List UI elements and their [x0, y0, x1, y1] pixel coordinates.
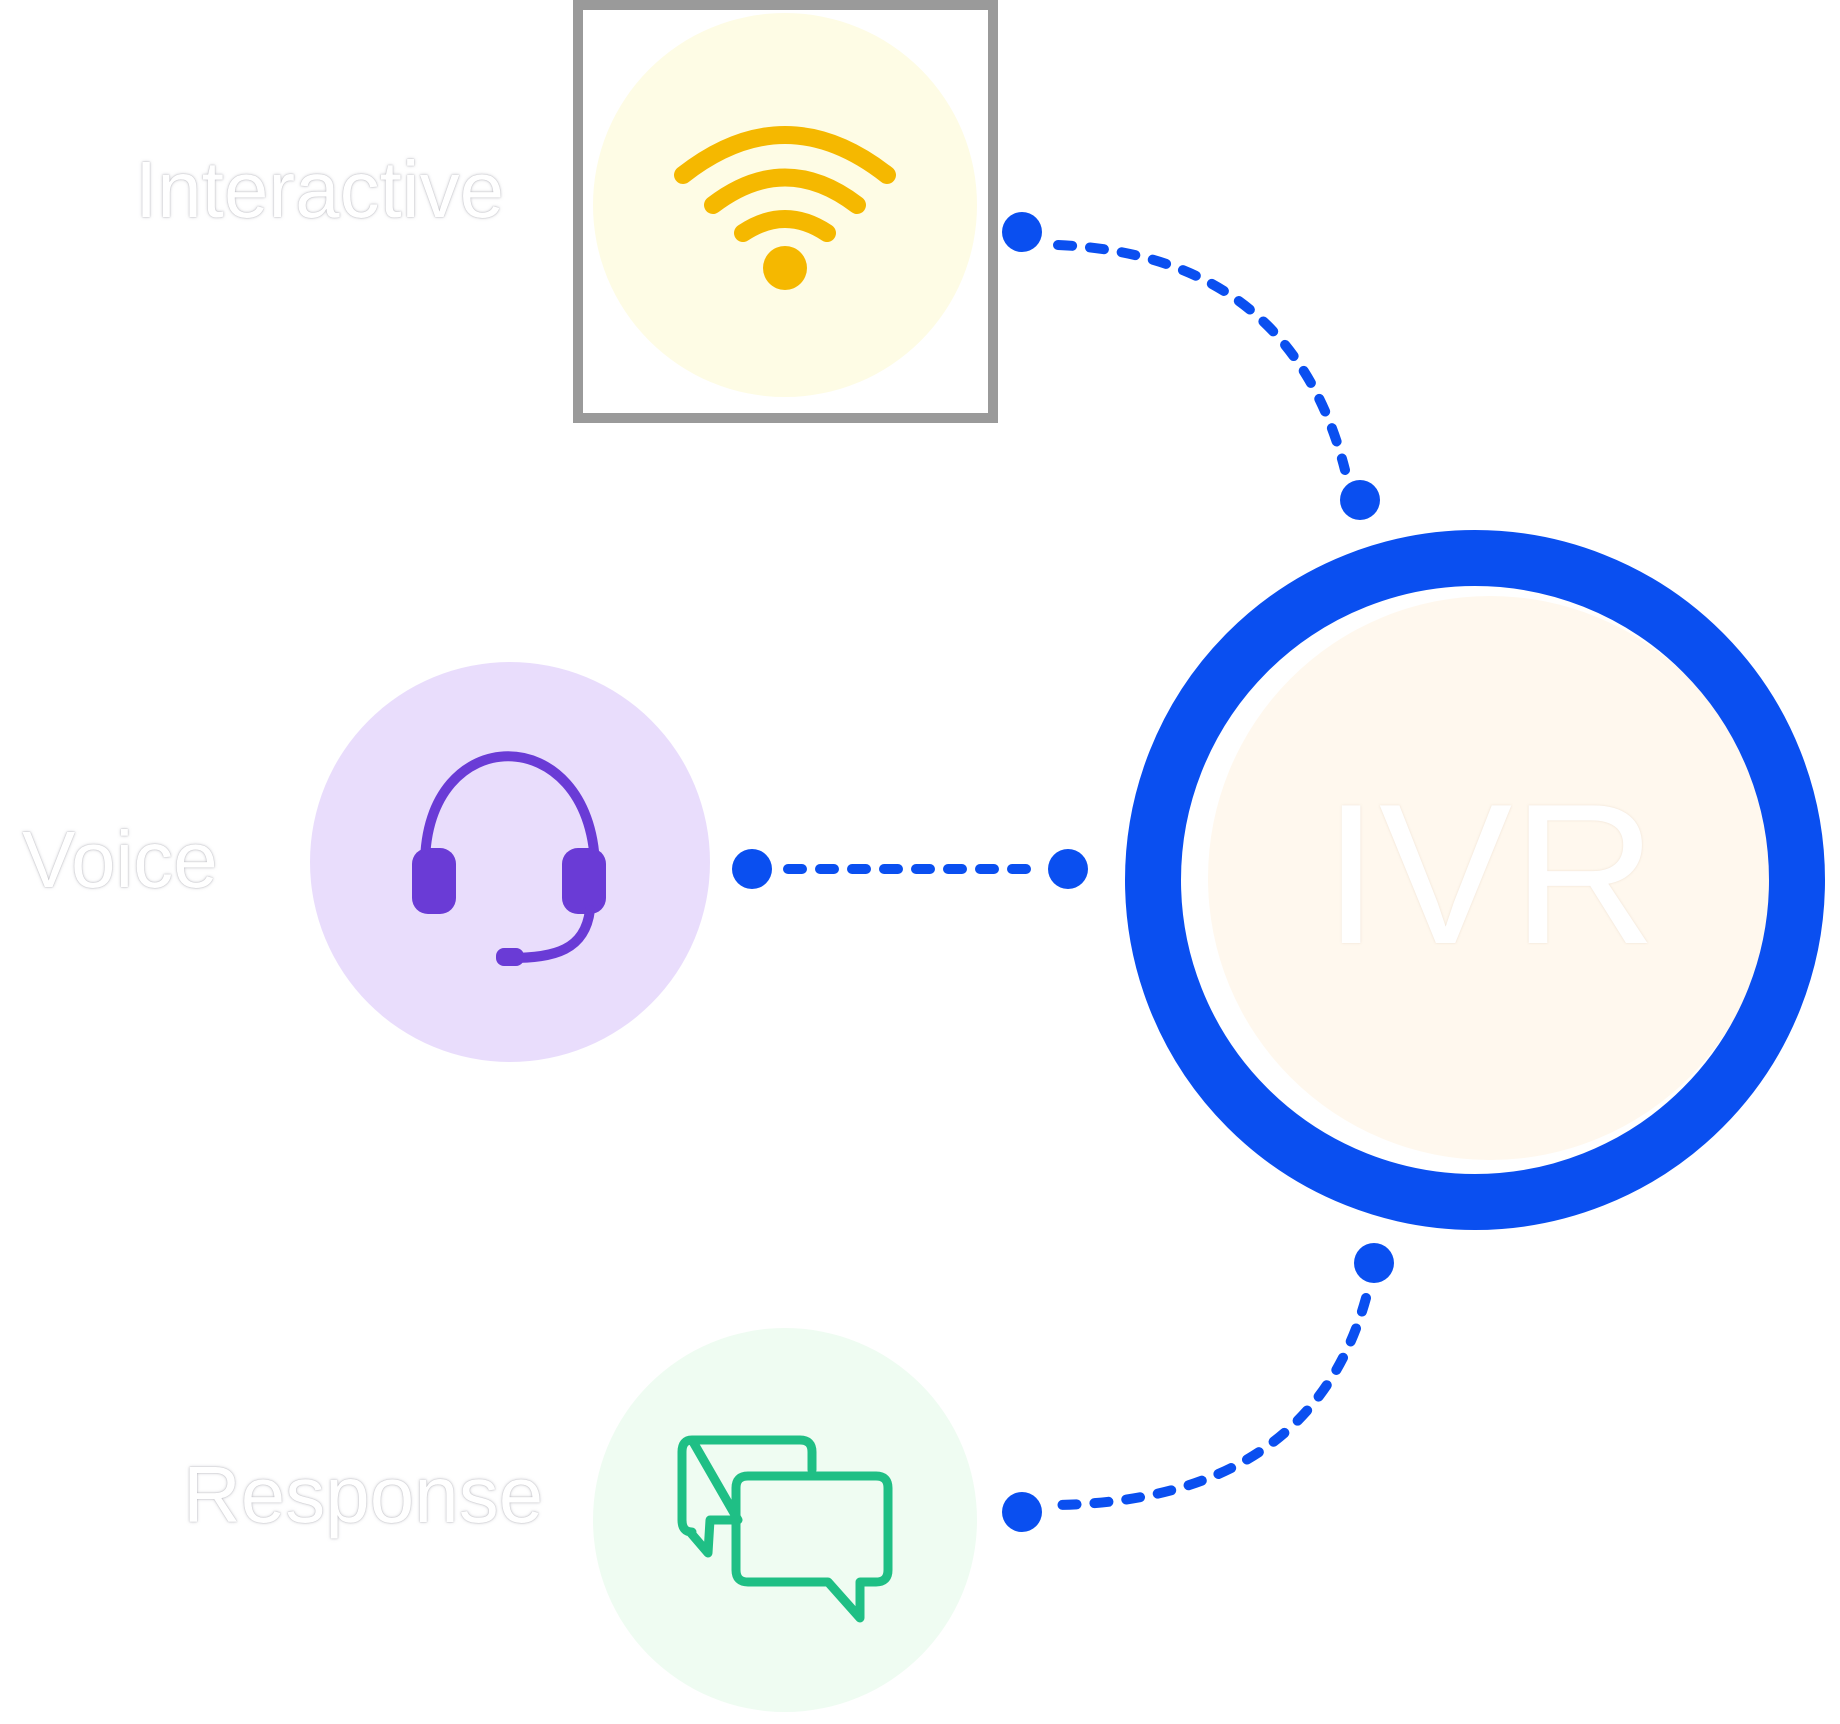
headset-icon [412, 751, 606, 966]
connector-dot [1048, 849, 1088, 889]
selection-frame [573, 0, 998, 423]
connector-dot [1002, 212, 1042, 252]
connector-interactive [1053, 240, 1350, 475]
ivr-hub-label: IVR [1323, 763, 1657, 986]
voice-node-circle[interactable] [310, 662, 710, 1062]
chat-bubbles-icon [677, 1435, 893, 1623]
ivr-hub-ring[interactable] [1125, 530, 1825, 1230]
connector-dot [1002, 1492, 1042, 1532]
connectors [732, 212, 1394, 1532]
response-node-circle[interactable] [593, 1328, 977, 1712]
connector-response [1053, 1293, 1371, 1510]
label-voice: Voice [22, 815, 218, 904]
connector-dot [1340, 480, 1380, 520]
label-interactive: Interactive [135, 145, 505, 234]
wifi-icon [674, 126, 896, 290]
connector-dot [732, 849, 772, 889]
interactive-node-circle[interactable] [593, 13, 977, 397]
ivr-hub-fill [1208, 596, 1772, 1160]
label-response: Response [183, 1450, 544, 1539]
connector-dot [1354, 1243, 1394, 1283]
